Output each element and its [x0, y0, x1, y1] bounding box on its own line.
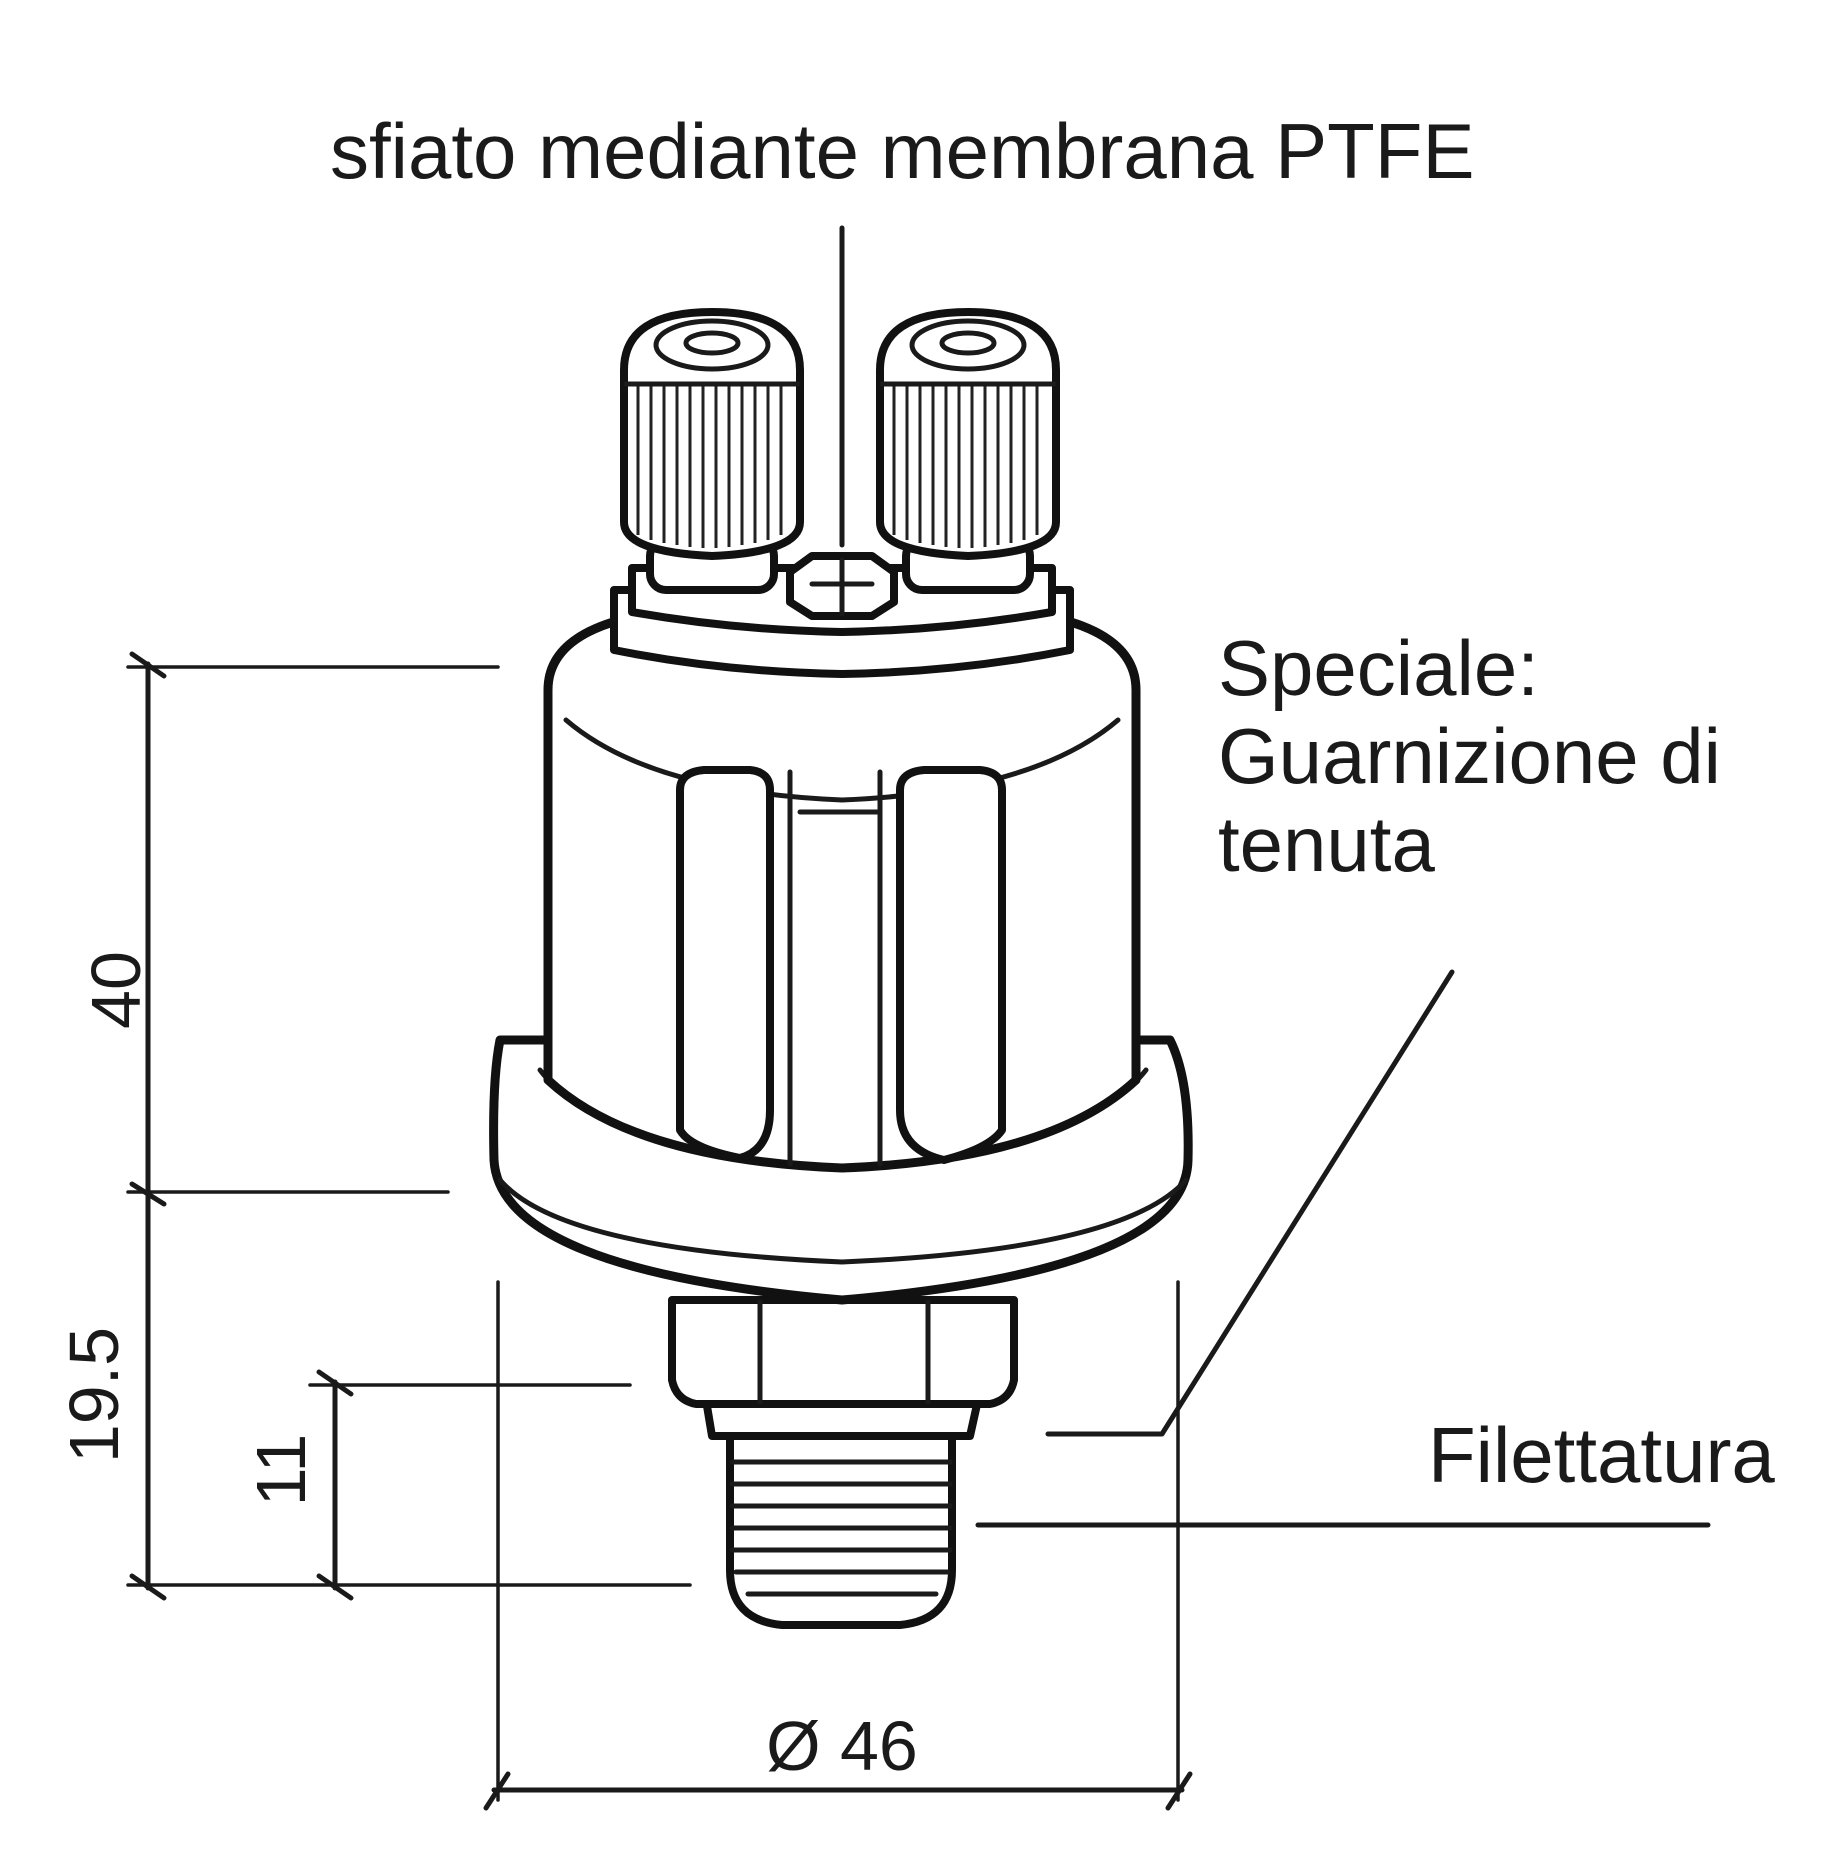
special-label-line2: Guarnizione di	[1218, 712, 1721, 800]
hex-nut	[668, 1296, 1018, 1408]
body-flute-left	[676, 766, 774, 1162]
special-label-line3: tenuta	[1218, 800, 1435, 888]
sensor-illustration	[489, 308, 1193, 1629]
main-body	[543, 615, 1141, 1173]
thread-label: Filettatura	[1428, 1411, 1775, 1499]
dimension-19-5: 19.5	[55, 1327, 133, 1463]
dimension-lines	[126, 651, 1193, 1811]
terminal-nut-left	[620, 308, 804, 560]
dimension-40: 40	[77, 951, 155, 1029]
terminal-nut-right	[876, 308, 1060, 560]
dimension-11: 11	[242, 1434, 320, 1507]
body-flute-right	[896, 766, 1006, 1164]
thread-lines	[729, 1459, 953, 1597]
vent-label: sfiato mediante membrana PTFE	[330, 107, 1474, 195]
dimension-diameter: Ø 46	[766, 1707, 918, 1785]
special-label-line1: Speciale:	[1218, 624, 1539, 712]
gasket-leader-line	[1045, 969, 1455, 1437]
body-shoulder-curve	[563, 717, 1121, 803]
flange-rim	[497, 1177, 1189, 1265]
special-gasket-label: Speciale: Guarnizione di tenuta	[1218, 624, 1721, 888]
vent-membrane-nut	[786, 552, 898, 620]
